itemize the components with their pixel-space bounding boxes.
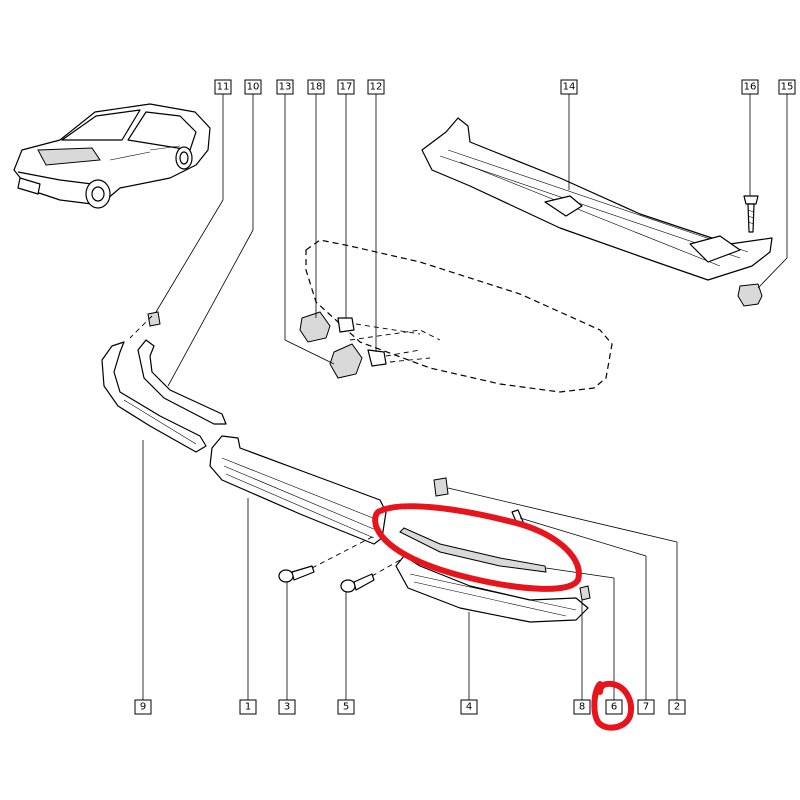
label-3: 3 <box>278 699 296 715</box>
nut-17 <box>337 317 355 333</box>
screw-3 <box>278 565 315 583</box>
label-text-13: 13 <box>279 82 292 93</box>
scuttle-panel <box>421 117 773 281</box>
label-text-3: 3 <box>284 702 290 713</box>
label-text-4: 4 <box>466 702 472 713</box>
highlight-ellipse-mark <box>372 503 582 592</box>
label-9: 9 <box>134 699 152 715</box>
label-5: 5 <box>337 699 355 715</box>
label-2: 2 <box>668 699 686 715</box>
label-6: 6 <box>605 699 623 715</box>
clip-11 <box>147 311 161 327</box>
label-text-18: 18 <box>310 82 323 93</box>
label-14: 14 <box>560 79 578 95</box>
nut-12 <box>367 349 387 367</box>
label-text-17: 17 <box>340 82 353 93</box>
label-text-11: 11 <box>217 82 230 93</box>
fixing-lines <box>129 315 421 577</box>
label-17: 17 <box>337 79 355 95</box>
label-text-15: 15 <box>781 82 794 93</box>
label-text-16: 16 <box>744 82 757 93</box>
label-text-5: 5 <box>343 702 349 713</box>
label-15: 15 <box>778 79 796 95</box>
clip-18 <box>299 311 331 343</box>
screw-16 <box>743 195 759 233</box>
label-1: 1 <box>239 699 257 715</box>
label-text-8: 8 <box>579 702 585 713</box>
label-text-2: 2 <box>674 702 680 713</box>
bumper-lower-1 <box>209 435 387 545</box>
label-text-6: 6 <box>611 702 617 713</box>
screw-5 <box>340 573 375 593</box>
label-text-7: 7 <box>643 702 649 713</box>
highlight-circle-mark <box>591 680 634 731</box>
strip-10 <box>137 339 227 425</box>
clip-15 <box>737 283 763 307</box>
label-12: 12 <box>367 79 385 95</box>
label-10: 10 <box>244 79 262 95</box>
leader-lines <box>142 94 788 700</box>
label-11: 11 <box>214 79 232 95</box>
side-trim-9 <box>101 341 207 453</box>
label-13: 13 <box>276 79 294 95</box>
label-text-12: 12 <box>370 82 383 93</box>
label-8: 8 <box>573 699 591 715</box>
strip-6 <box>399 527 547 573</box>
label-text-1: 1 <box>245 702 251 713</box>
label-16: 16 <box>741 79 759 95</box>
clip-2 <box>433 477 449 497</box>
label-4: 4 <box>460 699 478 715</box>
car-illustration <box>13 103 211 209</box>
label-18: 18 <box>307 79 325 95</box>
label-text-10: 10 <box>247 82 260 93</box>
clip-8 <box>579 585 591 601</box>
label-text-9: 9 <box>140 702 146 713</box>
label-text-14: 14 <box>563 82 576 93</box>
label-7: 7 <box>637 699 655 715</box>
clip-13 <box>329 343 363 379</box>
